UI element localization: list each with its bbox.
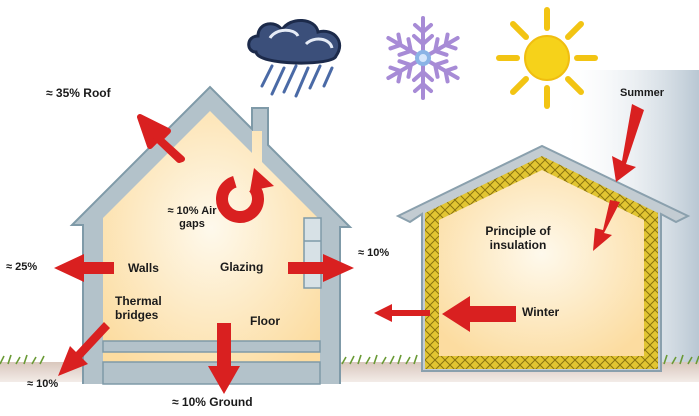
window <box>303 217 322 289</box>
walls-loss-arrow <box>54 254 114 282</box>
summer-label: Summer <box>620 87 665 99</box>
ground-loss-arrow <box>208 323 240 394</box>
roof-loss-label: ≈ 35% Roof <box>46 86 111 100</box>
floor-slab <box>102 340 321 353</box>
glazing-percent-label: ≈ 10% <box>358 247 390 259</box>
house-interior <box>103 111 320 371</box>
walls-label: Walls <box>128 261 159 275</box>
glazing-label: Glazing <box>220 260 264 274</box>
roof-loss-arrow <box>137 114 185 163</box>
thermal-bridges-label: Thermal bridges <box>115 294 162 323</box>
floor-label: Floor <box>250 314 280 328</box>
air-gap-cycle-icon <box>216 168 274 223</box>
summer-sun-arrow <box>612 104 644 182</box>
foundation <box>102 361 321 385</box>
snowflake-icon <box>381 16 465 100</box>
principle-of-insulation-label: Principle of insulation <box>485 224 551 253</box>
ground-loss-label: ≈ 10% Ground <box>172 395 253 409</box>
winter-loss-arrow <box>374 296 516 332</box>
air-gaps-label: ≈ 10% Air gaps <box>167 205 217 231</box>
thermal-bridges-percent-label: ≈ 10% <box>27 378 59 390</box>
rain-cloud-icon <box>247 19 342 98</box>
left-house <box>69 85 353 385</box>
walls-percent-label: ≈ 25% <box>6 261 38 273</box>
summer-reflect-arrow <box>593 200 620 251</box>
glazing-loss-arrow <box>288 254 354 282</box>
winter-label: Winter <box>522 305 560 319</box>
sun-icon <box>496 7 598 109</box>
thermal-bridge-arrow <box>58 322 110 376</box>
